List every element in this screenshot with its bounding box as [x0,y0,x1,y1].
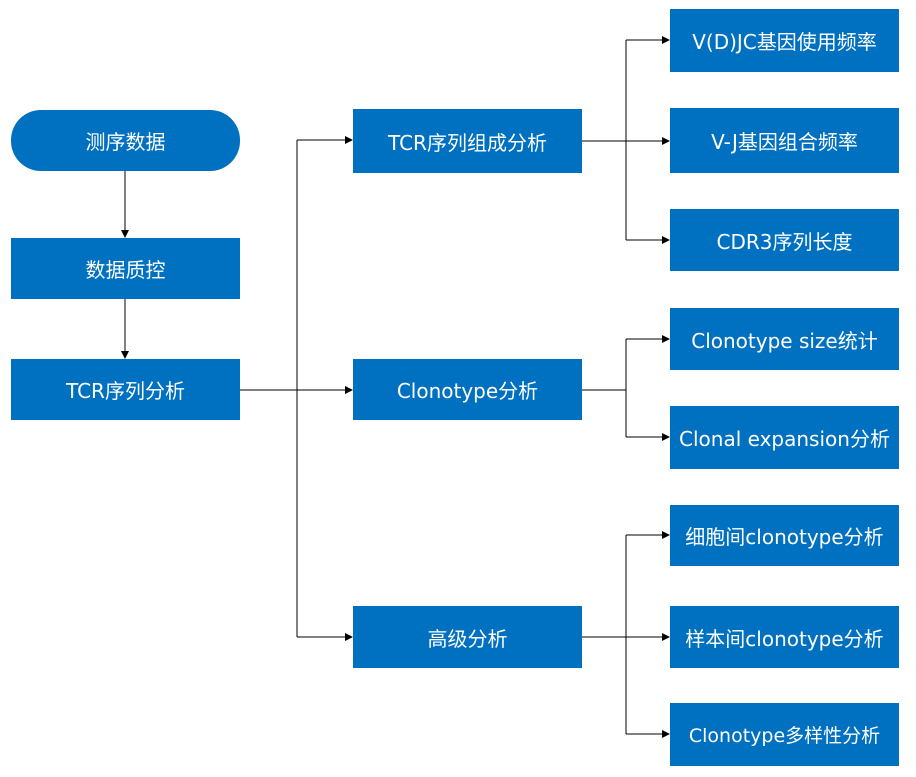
node-advanced-analysis: 高级分析 [353,606,582,668]
node-sequencing-data: 测序数据 [11,110,240,171]
node-tcr-composition: TCR序列组成分析 [353,109,582,173]
node-clonotype-diversity: Clonotype多样性分析 [670,703,899,766]
node-cdr3-length: CDR3序列长度 [670,209,899,271]
node-data-qc: 数据质控 [11,238,240,299]
node-clonotype-analysis: Clonotype分析 [353,359,582,420]
node-vdj-usage: V(D)JC基因使用频率 [670,9,899,72]
node-tcr-analysis: TCR序列分析 [11,359,240,420]
node-cell-clonotype: 细胞间clonotype分析 [670,505,899,566]
node-vj-frequency: V-J基因组合频率 [670,108,899,173]
node-clonal-expansion: Clonal expansion分析 [670,406,899,469]
node-sample-clonotype: 样本间clonotype分析 [670,606,899,668]
node-clonotype-size: Clonotype size统计 [670,308,899,370]
